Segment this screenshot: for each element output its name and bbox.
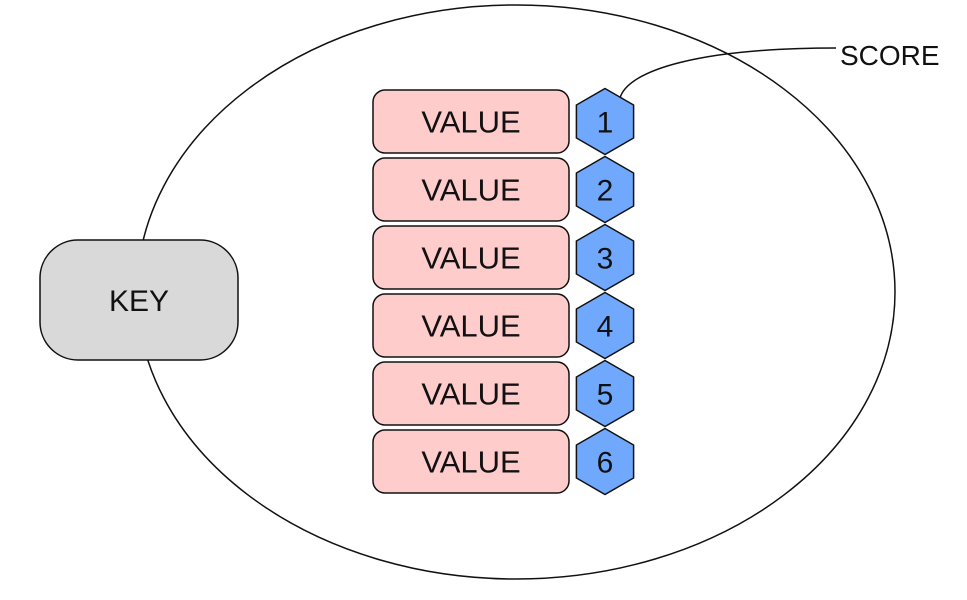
key-node: KEY: [39, 239, 239, 361]
entry-row: VALUE 4: [372, 291, 635, 360]
score-value: 6: [597, 447, 614, 480]
value-box: [372, 293, 570, 358]
value-box: [372, 361, 570, 426]
score-hexagon: [575, 427, 635, 496]
score-hexagon: [575, 223, 635, 292]
score-hexagon: [575, 155, 635, 224]
value-label: VALUE: [421, 241, 520, 276]
entry-row: VALUE 5: [372, 359, 635, 428]
score-hexagon: [575, 87, 635, 156]
entry-row: VALUE 2: [372, 155, 635, 224]
entry-row: VALUE 1: [372, 87, 635, 156]
score-value: 2: [597, 175, 614, 208]
entry-row: VALUE 3: [372, 223, 635, 292]
entry-row: VALUE 6: [372, 427, 635, 496]
value-label: VALUE: [421, 377, 520, 412]
score-value: 4: [597, 311, 614, 344]
score-value: 1: [597, 107, 614, 140]
score-hexagon: [575, 359, 635, 428]
score-value: 3: [597, 243, 614, 276]
score-leader-line: [619, 47, 837, 99]
score-hexagon: [575, 291, 635, 360]
key-label: KEY: [109, 285, 169, 318]
value-label: VALUE: [421, 309, 520, 344]
value-box: [372, 157, 570, 222]
value-label: VALUE: [421, 445, 520, 480]
score-label: SCORE: [840, 40, 940, 71]
value-box: [372, 429, 570, 494]
score-value: 5: [597, 379, 614, 412]
key-box: [39, 239, 239, 361]
value-box: [372, 89, 570, 154]
value-label: VALUE: [421, 173, 520, 208]
value-label: VALUE: [421, 105, 520, 140]
value-box: [372, 225, 570, 290]
